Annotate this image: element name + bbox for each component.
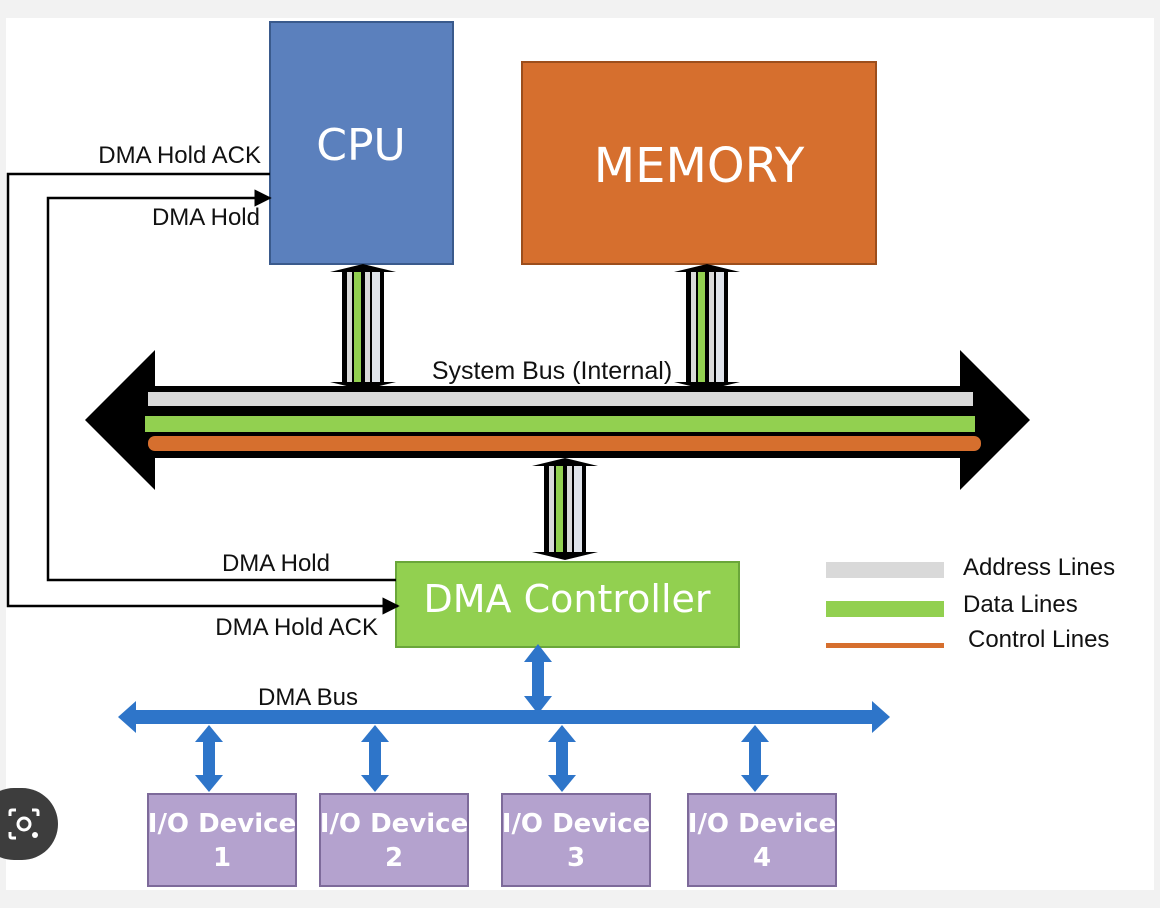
dma-bus-label: DMA Bus	[258, 684, 358, 711]
io-device-1: I/O Device 1	[147, 793, 297, 887]
dma-controller-box: DMA Controller	[395, 561, 740, 648]
cpu-box: CPU	[269, 21, 454, 265]
lens-camera-button[interactable]	[0, 788, 58, 860]
io-device-2: I/O Device 2	[319, 793, 469, 887]
legend-swatch-control	[826, 643, 944, 648]
cpu-hold-label: DMA Hold	[152, 204, 260, 231]
address-line	[148, 392, 973, 406]
io-device-label: I/O Device	[688, 809, 836, 839]
hold-ack-to-dmac-line	[6, 172, 400, 615]
io-device-number: 1	[213, 843, 231, 873]
legend-label-control: Control Lines	[968, 626, 1109, 653]
io-device-label: I/O Device	[148, 809, 296, 839]
legend-label-address: Address Lines	[963, 554, 1115, 581]
memory-label: MEMORY	[594, 138, 805, 194]
legend-swatch-address	[826, 562, 944, 578]
control-line	[148, 436, 981, 451]
memory-bus-connector	[674, 264, 740, 390]
data-line	[145, 416, 975, 432]
cpu-hold-ack-label: DMA Hold ACK	[98, 142, 261, 169]
io-device-number: 3	[567, 843, 585, 873]
dmac-hold-ack-label: DMA Hold ACK	[215, 614, 378, 641]
dmac-bus-connector	[532, 458, 598, 560]
legend-swatch-data	[826, 601, 944, 617]
lens-camera-icon	[8, 808, 40, 840]
hold-to-cpu-line	[46, 189, 396, 582]
memory-box: MEMORY	[521, 61, 877, 265]
io-device-label: I/O Device	[320, 809, 468, 839]
io-device-3: I/O Device 3	[501, 793, 651, 887]
dma-controller-label: DMA Controller	[423, 577, 710, 621]
cpu-label: CPU	[316, 120, 405, 171]
io-device-number: 2	[385, 843, 403, 873]
dma-bus	[118, 644, 890, 792]
legend: Address Lines Data Lines Control Lines	[826, 554, 1115, 653]
system-bus: System Bus (Internal)	[85, 350, 1030, 490]
io-device-label: I/O Device	[502, 809, 650, 839]
legend-label-data: Data Lines	[963, 591, 1078, 618]
io-device-number: 4	[753, 843, 771, 873]
io-device-4: I/O Device 4	[687, 793, 837, 887]
dmac-hold-label: DMA Hold	[222, 550, 330, 577]
system-bus-label: System Bus (Internal)	[432, 357, 672, 385]
